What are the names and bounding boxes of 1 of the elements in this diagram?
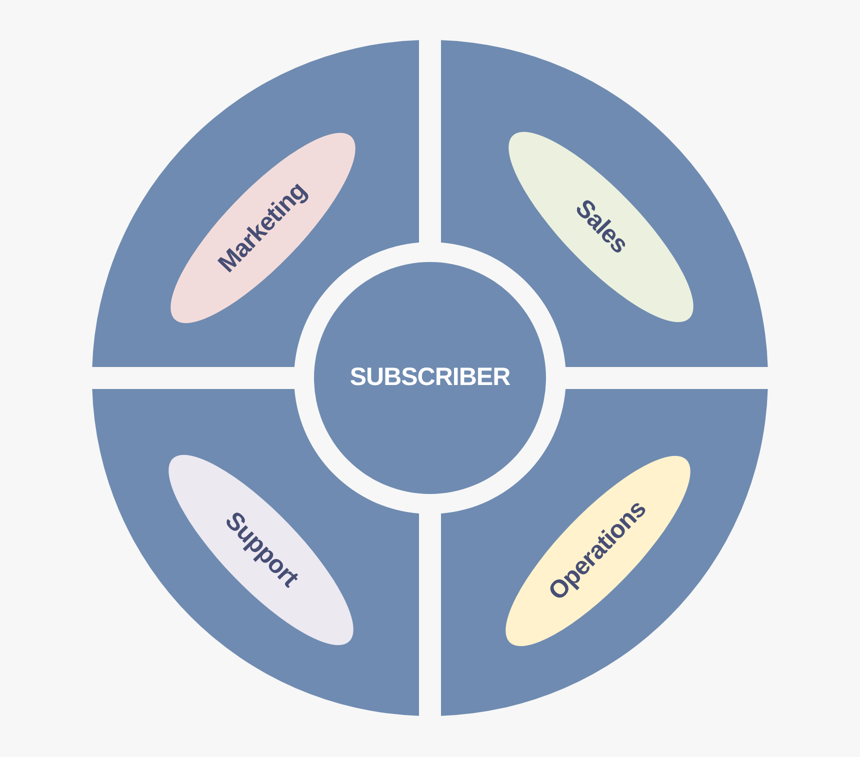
center-label: SUBSCRIBER — [350, 364, 510, 392]
